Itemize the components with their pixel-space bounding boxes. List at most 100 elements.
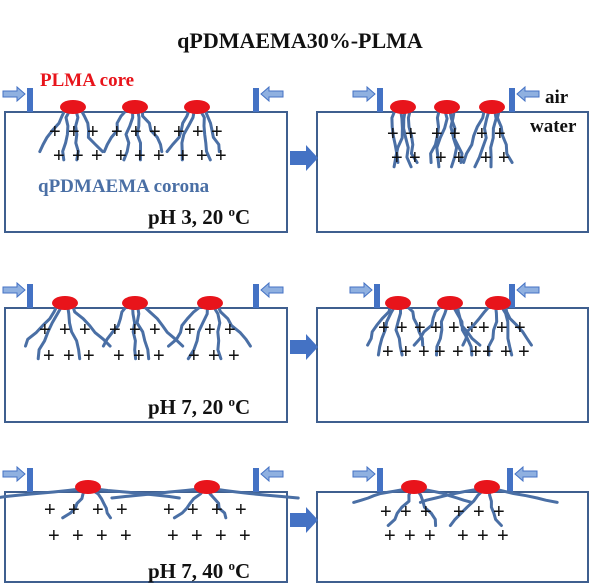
- polymer-chain: [102, 107, 129, 154]
- compression-arrow-icon: [516, 281, 540, 299]
- polymer-chain: [211, 303, 223, 361]
- polymer-chain: [386, 487, 413, 527]
- charge-plus: +: [434, 341, 446, 363]
- plma-core: [434, 100, 460, 114]
- polymer-chain: [180, 107, 196, 162]
- charge-plus: +: [116, 499, 128, 521]
- barrier-left: [377, 88, 383, 112]
- corona-label: qPDMAEMA corona: [38, 176, 210, 197]
- water-label: water: [530, 116, 577, 137]
- svg-text:pH 7, 40 oC: pH 7, 40 oC: [148, 558, 250, 583]
- charge-plus: +: [476, 123, 488, 145]
- condition-label-3: pH 7, 40 oC: [148, 558, 250, 583]
- polymer-chain: [216, 303, 252, 348]
- charge-plus: +: [482, 341, 494, 363]
- transition-arrow-icon: [290, 507, 318, 533]
- charge-plus: +: [378, 317, 390, 339]
- charge-plus: +: [518, 341, 530, 363]
- polymer-chain: [141, 107, 164, 154]
- polymer-chain: [415, 487, 438, 527]
- charge-plus: +: [204, 319, 216, 341]
- polymer-chain: [456, 303, 482, 347]
- compression-arrow-icon: [2, 85, 26, 103]
- barrier-left: [27, 284, 33, 308]
- polymer-chain: [352, 487, 408, 504]
- polymer-chain: [394, 303, 404, 357]
- polymer-chain: [499, 303, 514, 357]
- plma-core: [122, 100, 148, 114]
- charge-plus: +: [59, 319, 71, 341]
- compression-arrow-icon: [514, 465, 538, 483]
- charge-plus: +: [149, 319, 161, 341]
- polymer-chain: [0, 487, 82, 499]
- polymer-chain: [462, 107, 486, 164]
- polymer-chain: [61, 107, 72, 162]
- charge-plus: +: [480, 147, 492, 169]
- polymer-chain: [451, 303, 474, 357]
- polymer-chain: [366, 303, 392, 347]
- charge-plus: +: [380, 501, 392, 523]
- charge-plus: +: [453, 501, 465, 523]
- barrier-right: [509, 88, 515, 112]
- polymer-chain: [203, 107, 221, 154]
- charge-plus: +: [153, 345, 165, 367]
- polymer-chain: [74, 107, 80, 162]
- plma-core: [75, 480, 101, 494]
- charge-plus: +: [113, 345, 125, 367]
- polymer-chain: [435, 303, 449, 357]
- charge-plus: +: [173, 121, 185, 143]
- polymer-chain: [172, 487, 206, 520]
- barrier-right: [253, 468, 259, 492]
- charge-plus: +: [493, 501, 505, 523]
- polymer-chain: [435, 107, 449, 169]
- charge-plus: +: [420, 501, 432, 523]
- charge-plus: +: [431, 123, 443, 145]
- plma-core: [385, 296, 411, 310]
- plma-core: [485, 296, 511, 310]
- charge-plus: +: [92, 499, 104, 521]
- polymer-chain: [24, 303, 59, 348]
- plma-core: [52, 296, 78, 310]
- charge-plus: +: [83, 345, 95, 367]
- polymer-chain: [418, 487, 481, 504]
- charge-plus: +: [109, 319, 121, 341]
- polymer-chain: [135, 303, 151, 361]
- charge-plus: +: [184, 319, 196, 341]
- compression-arrow-icon: [2, 281, 26, 299]
- charge-plus: +: [497, 525, 509, 547]
- polymer-chain: [493, 487, 559, 504]
- charge-plus: +: [478, 317, 490, 339]
- charge-plus: +: [387, 123, 399, 145]
- polymer-chain: [449, 107, 464, 164]
- plma-core: [60, 100, 86, 114]
- polymer-chain: [404, 303, 425, 347]
- plma-core: [401, 480, 427, 494]
- charge-plus: +: [409, 147, 421, 169]
- plma-core: [390, 100, 416, 114]
- charge-plus: +: [404, 525, 416, 547]
- charge-plus: +: [91, 145, 103, 167]
- charge-plus: +: [167, 525, 179, 547]
- charge-plus: +: [68, 499, 80, 521]
- charge-plus: +: [239, 525, 251, 547]
- charge-plus: +: [115, 145, 127, 167]
- charge-plus: +: [72, 145, 84, 167]
- barrier-left: [377, 468, 383, 492]
- polymer-chain: [406, 107, 419, 164]
- charge-plus: +: [72, 525, 84, 547]
- charge-plus: +: [63, 345, 75, 367]
- charge-plus: +: [96, 525, 108, 547]
- polymer-chain: [487, 303, 499, 357]
- plma-core: [474, 480, 500, 494]
- charge-plus: +: [498, 147, 510, 169]
- compression-arrow-icon: [260, 465, 284, 483]
- charge-plus: +: [405, 123, 417, 145]
- polymer-chain: [122, 107, 135, 162]
- charge-plus: +: [448, 317, 460, 339]
- polymer-chain: [79, 107, 105, 154]
- barrier-right: [253, 284, 259, 308]
- charge-plus: +: [53, 145, 65, 167]
- air-label: air: [545, 87, 569, 108]
- charge-plus: +: [79, 319, 91, 341]
- charge-plus: +: [500, 341, 512, 363]
